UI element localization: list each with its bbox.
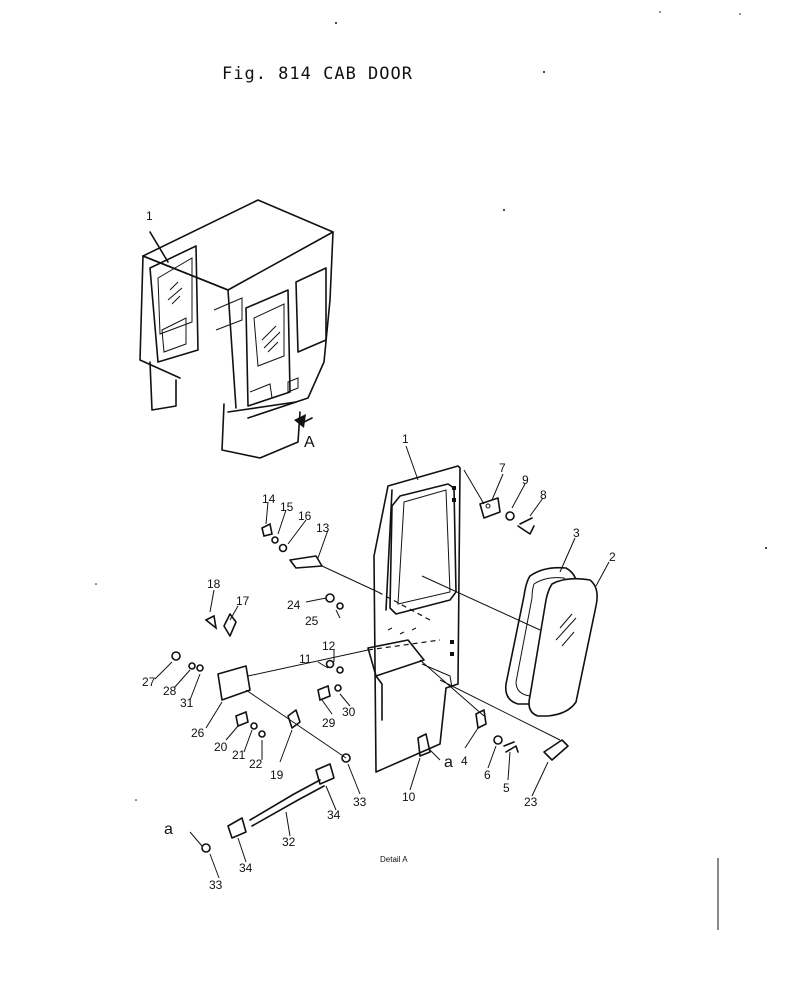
callout-11: 11 (299, 652, 312, 666)
callout-5: 5 (503, 781, 510, 795)
cab-door-panel (367, 465, 461, 773)
door-handle-parts (171, 522, 431, 757)
callout-7: 7 (499, 461, 506, 475)
callout-34-left: 34 (239, 861, 253, 875)
callout-10: 10 (402, 790, 416, 804)
callout-13: 13 (316, 521, 330, 535)
detail-a-caption: Detail A (380, 855, 408, 864)
callout-33-left: 33 (209, 878, 223, 892)
callout-21: 21 (232, 748, 246, 762)
callout-24: 24 (287, 598, 301, 612)
callout-23: 23 (524, 795, 538, 809)
view-label-a: A (304, 434, 315, 451)
connector-label-a-left: a (164, 821, 173, 838)
assembly-lines (245, 469, 561, 759)
cab-overview (139, 199, 334, 459)
callout-12: 12 (322, 639, 336, 653)
callout-leaders (154, 445, 610, 879)
figure-title: Fig. 814 CAB DOOR (222, 64, 413, 84)
callout-1-cab: 1 (146, 209, 153, 223)
callout-28: 28 (163, 684, 177, 698)
callout-4: 4 (461, 754, 468, 768)
callout-26: 26 (191, 726, 205, 740)
callout-25: 25 (305, 614, 319, 628)
callout-19: 19 (270, 768, 284, 782)
callout-17: 17 (236, 594, 250, 608)
callout-29: 29 (322, 716, 336, 730)
callout-8: 8 (540, 488, 547, 502)
window-glass (528, 577, 598, 717)
callout-6: 6 (484, 768, 491, 782)
callout-3: 3 (573, 526, 580, 540)
callout-27: 27 (142, 675, 156, 689)
callout-34-right: 34 (327, 808, 341, 822)
callout-18: 18 (207, 577, 221, 591)
callout-1: 1 (402, 432, 409, 446)
callout-20: 20 (214, 740, 228, 754)
callout-33-right: 33 (353, 795, 367, 809)
callout-22: 22 (249, 757, 263, 771)
callout-15: 15 (280, 500, 294, 514)
hinge-and-fasteners (475, 497, 569, 761)
callout-14: 14 (262, 492, 276, 506)
callout-30: 30 (342, 705, 356, 719)
scan-specks (95, 11, 767, 930)
callout-16: 16 (298, 509, 312, 523)
callout-32: 32 (282, 835, 296, 849)
callout-labels: 1 1 2 3 4 5 6 7 8 9 10 11 12 13 14 15 16… (142, 209, 616, 892)
callout-9: 9 (522, 473, 529, 487)
connector-label-a-right: a (444, 754, 453, 771)
callout-31: 31 (180, 696, 194, 710)
callout-2: 2 (609, 550, 616, 564)
